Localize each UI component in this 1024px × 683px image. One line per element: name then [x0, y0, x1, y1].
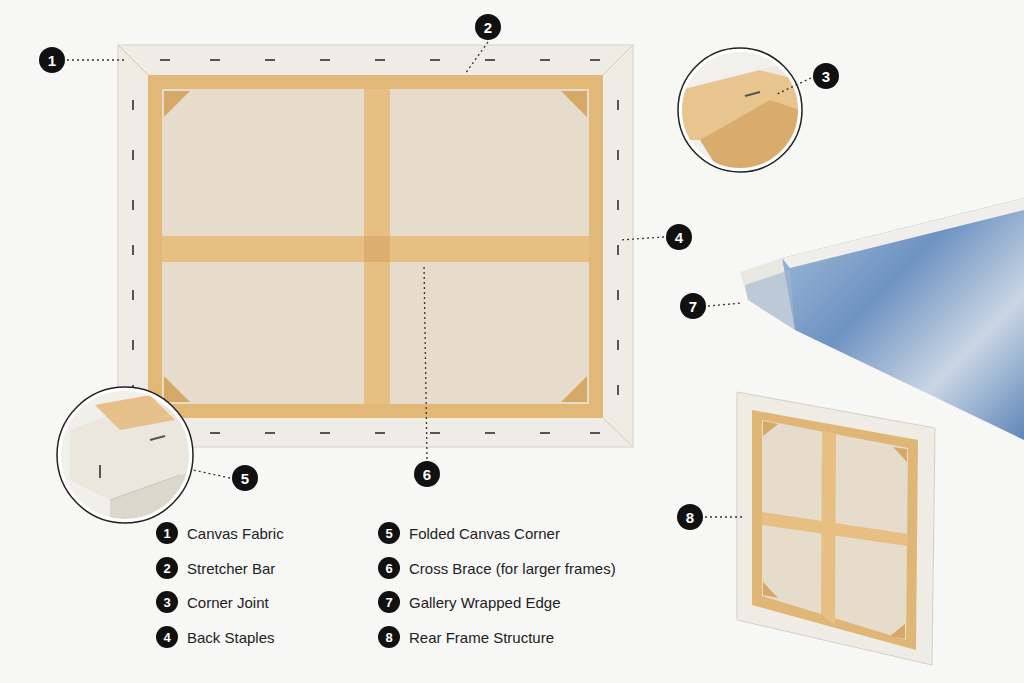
- legend-number: 7: [378, 591, 400, 613]
- part-name: Gallery Wrapped Edge: [409, 594, 560, 611]
- legend-number: 1: [156, 522, 178, 544]
- callout-number: 4: [666, 224, 692, 250]
- callout-number: 2: [475, 14, 501, 40]
- callout-number: 6: [414, 461, 440, 487]
- callout-number: 7: [680, 293, 706, 319]
- legend-number: 4: [156, 626, 178, 648]
- callout-number: 1: [39, 47, 65, 73]
- legend-number: 6: [378, 557, 400, 579]
- legend-number: 8: [378, 626, 400, 648]
- part-name: Stretcher Bar: [187, 560, 275, 577]
- part-name: Rear Frame Structure: [409, 629, 554, 646]
- part-name: Back Staples: [187, 629, 275, 646]
- legend-number: 5: [378, 522, 400, 544]
- part-name: Canvas Fabric: [187, 525, 284, 542]
- callout-number: 3: [813, 63, 839, 89]
- part-name: Cross Brace (for larger frames): [409, 560, 616, 577]
- legend-number: 3: [156, 591, 178, 613]
- part-name: Corner Joint: [187, 594, 269, 611]
- callout-number: 5: [232, 465, 258, 491]
- callout-number: 8: [677, 504, 703, 530]
- part-name: Folded Canvas Corner: [409, 525, 560, 542]
- legend-number: 2: [156, 557, 178, 579]
